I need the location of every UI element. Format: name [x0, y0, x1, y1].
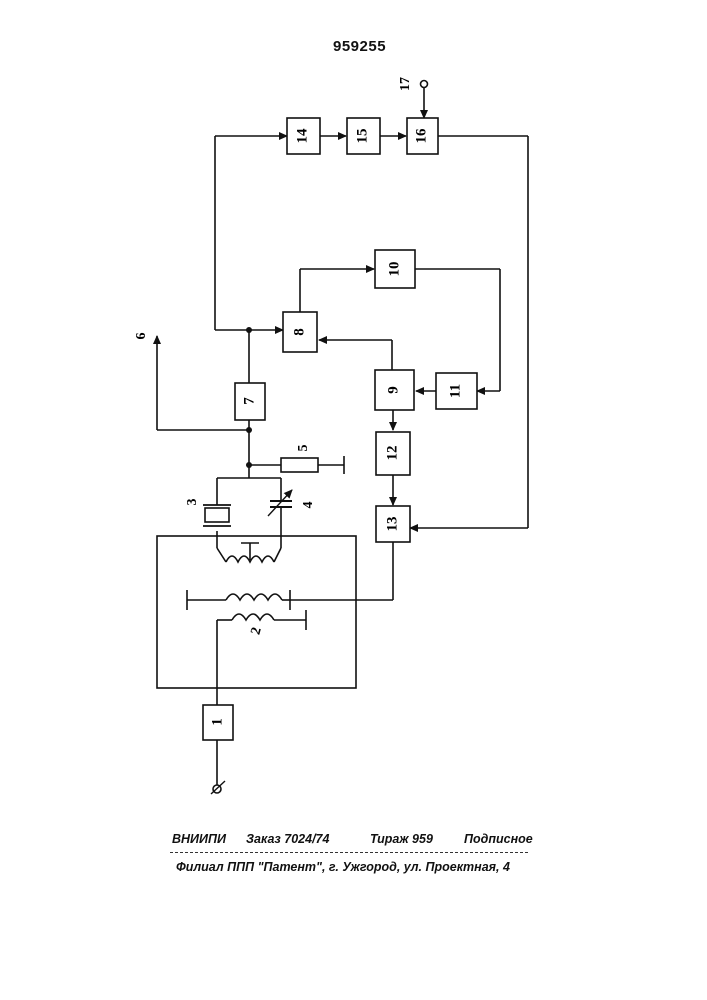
coil-2-label: 2 [248, 626, 264, 637]
block-14: 14 [287, 118, 320, 154]
block-10-label: 10 [386, 262, 402, 277]
footer-branch: Филиал ППП "Патент", г. Ужгород, ул. Про… [176, 860, 510, 874]
capacitor-4-label: 4 [301, 502, 316, 509]
block-16-label: 16 [413, 128, 429, 144]
resonator-3-label: 3 [185, 499, 200, 506]
terminal-17-label: 17 [398, 77, 413, 91]
block-12-label: 12 [384, 446, 400, 461]
footer-line-1: ВНИИПИ Заказ 7024/74 Тираж 959 Подписное [172, 832, 532, 850]
block-8: 8 [283, 312, 317, 352]
block-8-label: 8 [291, 328, 307, 336]
block-9-label: 9 [385, 386, 401, 394]
block-12: 12 [376, 432, 410, 475]
resistor-5-label: 5 [296, 445, 311, 452]
block-7: 7 [235, 383, 265, 420]
block-15-label: 15 [354, 129, 370, 144]
thermostat-enclosure [157, 536, 356, 688]
block-16: 16 [407, 118, 438, 154]
block-1: 1 [203, 705, 233, 740]
block-13: 13 [376, 506, 410, 542]
block-15: 15 [347, 118, 380, 154]
resistor-element [281, 458, 318, 472]
block-13-label: 13 [384, 517, 400, 532]
footer-circulation: Тираж 959 [370, 832, 433, 846]
block-11: 11 [436, 373, 477, 409]
terminal-17 [421, 81, 428, 88]
block-1-label: 1 [209, 718, 225, 726]
resonator-element [205, 508, 229, 522]
block-9: 9 [375, 370, 414, 410]
wires [157, 86, 528, 786]
footer-org: ВНИИПИ [172, 832, 226, 846]
variable-capacitor [268, 490, 292, 516]
block-10: 10 [375, 250, 415, 288]
output-6-label: 6 [134, 333, 149, 340]
footer-divider [170, 852, 528, 853]
block-14-label: 14 [294, 128, 310, 144]
block-7-label: 7 [241, 397, 257, 405]
footer-subscription: Подписное [464, 832, 533, 846]
footer-order: Заказ 7024/74 [246, 832, 329, 846]
block-11-label: 11 [447, 384, 463, 398]
